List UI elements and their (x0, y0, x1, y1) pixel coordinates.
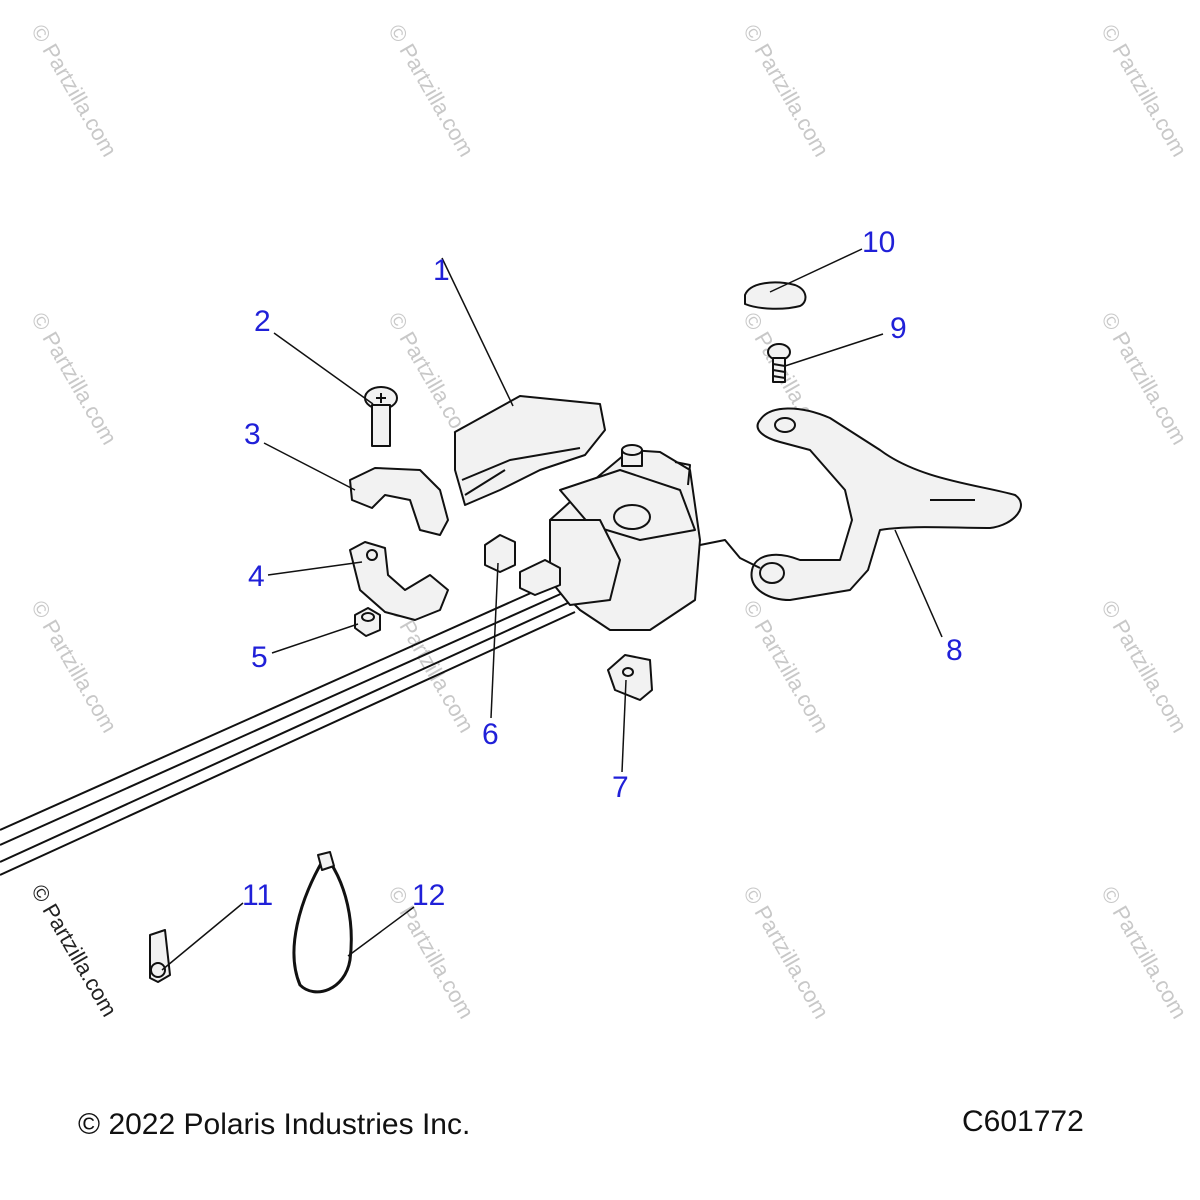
callout-9: 9 (890, 312, 907, 345)
leader-3 (263, 442, 356, 491)
part-5-nut (354, 607, 381, 637)
leader-5 (271, 623, 359, 654)
leader-9 (784, 333, 884, 367)
callout-12: 12 (412, 879, 446, 912)
part-1-cover (454, 395, 606, 506)
callout-7: 7 (612, 771, 629, 804)
leader-12 (347, 906, 415, 957)
part-6-clip (484, 534, 516, 573)
callout-4: 4 (248, 560, 265, 593)
switch-housing (549, 444, 701, 631)
part-12-cable-tie (292, 851, 353, 994)
cable-bundle (0, 579, 576, 876)
leader-6 (490, 562, 499, 719)
leader-7 (621, 679, 627, 773)
leader-10 (769, 248, 863, 293)
callout-1: 1 (433, 254, 450, 287)
leader-11 (161, 902, 244, 971)
connector (519, 559, 561, 596)
part-10-cap (744, 281, 807, 310)
callout-8: 8 (946, 634, 963, 667)
leader-2 (273, 332, 374, 405)
callout-6: 6 (482, 718, 499, 751)
part-11-clip (149, 929, 171, 983)
callout-10: 10 (862, 226, 896, 259)
diagram-id: C601772 (962, 1105, 1084, 1138)
part-9-screw (767, 343, 791, 383)
part-8-lever (699, 407, 1022, 601)
part-4-clamp (349, 541, 449, 621)
callout-3: 3 (244, 418, 261, 451)
callout-2: 2 (254, 305, 271, 338)
leader-8 (894, 529, 943, 638)
leader-4 (267, 561, 363, 576)
callout-11: 11 (242, 879, 274, 912)
callout-5: 5 (251, 641, 268, 674)
leader-1 (441, 257, 514, 407)
part-7-block (607, 654, 653, 701)
part-3-clamp (349, 467, 449, 536)
copyright-text: © 2022 Polaris Industries Inc. (78, 1108, 471, 1141)
part-2-screw (364, 386, 398, 447)
